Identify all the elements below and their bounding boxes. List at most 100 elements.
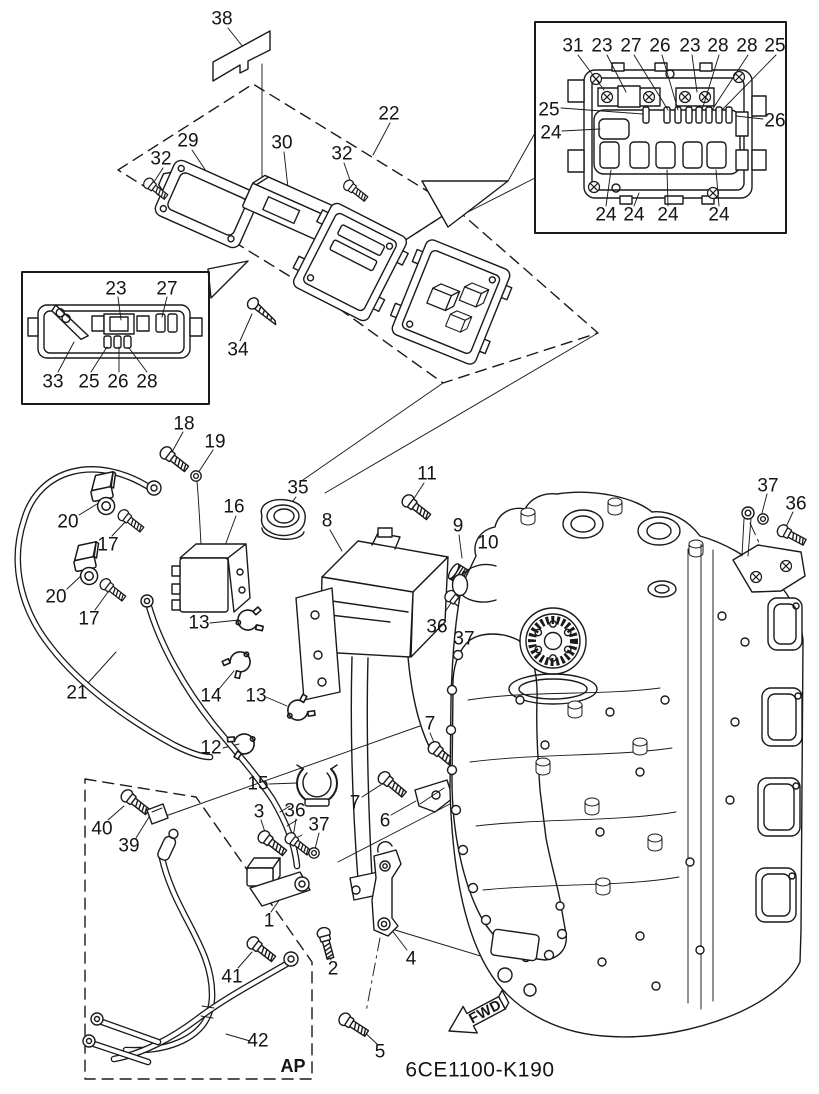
clip-39	[146, 803, 169, 825]
bracket-6	[414, 779, 454, 813]
callout-17-upper: 17	[97, 535, 118, 556]
callout-24-b2: 24	[623, 205, 645, 226]
pointer-lines	[159, 63, 779, 1013]
callout-26-inset-r2: 26	[764, 111, 785, 132]
ring-terminal-lead	[741, 506, 755, 557]
stay-bracket-4	[371, 841, 402, 937]
callout-8: 8	[322, 511, 333, 532]
callout-40: 40	[91, 819, 112, 840]
bolt-2	[315, 925, 338, 961]
band-clamp-15	[296, 764, 338, 807]
bolt-32-right	[340, 177, 371, 204]
callout-26-inset-l: 26	[107, 372, 128, 393]
clamp-14	[218, 642, 257, 681]
washer-19	[190, 470, 202, 482]
callout-7-lower: 7	[350, 793, 361, 814]
ecu-module-b	[389, 239, 513, 365]
callout-27-inset-l: 27	[156, 279, 177, 300]
callout-36-top-right: 36	[785, 494, 806, 515]
callout-18: 18	[173, 414, 194, 435]
callout-32-left: 32	[150, 149, 171, 170]
callout-41: 41	[221, 967, 242, 988]
callout-28-inset-r1: 28	[707, 36, 728, 57]
callout-3: 3	[254, 802, 265, 823]
callout-24-b1: 24	[595, 205, 617, 226]
fuse-cover-detail-inset	[21, 271, 210, 405]
callout-13-upper: 13	[188, 613, 209, 634]
callout-35: 35	[287, 478, 308, 499]
ecu-module-a	[292, 202, 409, 322]
callout-38: 38	[211, 9, 232, 30]
callout-16: 16	[223, 497, 244, 518]
callout-24-inset-left: 24	[540, 123, 562, 144]
washer-37-lower	[308, 847, 320, 859]
callout-24-b4: 24	[708, 205, 730, 226]
ecu-bracket-plate	[154, 159, 260, 249]
callout-36-lower: 36	[284, 801, 305, 822]
callout-25-inset-r2: 25	[538, 100, 559, 121]
callout-37-mid: 37	[453, 629, 474, 650]
bolt-36-top-right	[774, 522, 809, 549]
driveshaft-pulley	[508, 607, 598, 705]
washer-37-top-right	[757, 513, 769, 525]
drawing-number: 6CE1100-K190	[405, 1059, 554, 1082]
callout-11: 11	[417, 464, 437, 485]
callout-14: 14	[200, 686, 222, 707]
engine-block	[445, 491, 806, 1038]
fuse-puller	[51, 304, 89, 341]
callout-25-inset-r1: 25	[764, 36, 785, 57]
harness-tag-ap: AP	[280, 1056, 305, 1076]
callout-13-lower: 13	[245, 686, 266, 707]
callout-23-inset-r2: 23	[679, 36, 700, 57]
callout-19: 19	[204, 432, 225, 453]
callout-21: 21	[66, 683, 87, 704]
fuse-holder-assembly-1	[246, 857, 311, 907]
bolt-5	[335, 1010, 371, 1040]
battery-cable-42	[82, 828, 299, 1066]
relay-16	[171, 543, 251, 613]
callout-12: 12	[200, 738, 221, 759]
callout-2: 2	[328, 959, 339, 980]
bolt-11	[399, 491, 434, 523]
callout-10: 10	[477, 533, 498, 554]
detail-arrow-right	[421, 180, 509, 228]
callout-24-b3: 24	[657, 205, 679, 226]
fwd-direction-arrow: FWD	[448, 989, 510, 1034]
battery-cable-21	[14, 466, 303, 870]
bolt-41	[244, 933, 279, 965]
callout-15: 15	[247, 774, 268, 795]
callout-31: 31	[562, 36, 583, 57]
bolt-40	[118, 786, 153, 818]
callout-36-mid: 36	[426, 617, 447, 638]
callout-32-right: 32	[331, 144, 352, 165]
bolt-17-upper	[115, 506, 147, 535]
callout-25-inset-l: 25	[78, 372, 99, 393]
callout-labels: 38 22 29 32 30 32 34 31 23 27 26 23 28 2…	[42, 9, 806, 1063]
callout-29: 29	[177, 131, 198, 152]
block-bolt-holes	[515, 611, 750, 991]
callout-9: 9	[453, 516, 464, 537]
callout-4: 4	[406, 949, 417, 970]
callout-20-upper: 20	[57, 512, 78, 533]
callout-30: 30	[271, 133, 292, 154]
callout-37-lower: 37	[308, 815, 329, 836]
grommet-35	[260, 498, 306, 540]
callout-20-lower: 20	[45, 587, 66, 608]
callout-34: 34	[227, 340, 249, 361]
callout-6: 6	[380, 811, 391, 832]
tapping-screw-34	[244, 294, 282, 329]
callout-33: 33	[42, 372, 63, 393]
battery-terminal-20-upper	[86, 470, 125, 518]
callout-23-inset-r1: 23	[591, 36, 612, 57]
callout-28-inset-l: 28	[136, 372, 157, 393]
callout-37-top-right: 37	[757, 476, 778, 497]
caution-label-sticker	[212, 30, 271, 82]
fuse-box-detail-inset	[534, 21, 787, 234]
clamp-13-upper	[232, 605, 267, 638]
callout-5: 5	[375, 1042, 386, 1063]
callout-42: 42	[247, 1031, 268, 1052]
callout-17-lower: 17	[78, 609, 99, 630]
callout-1: 1	[264, 911, 275, 932]
